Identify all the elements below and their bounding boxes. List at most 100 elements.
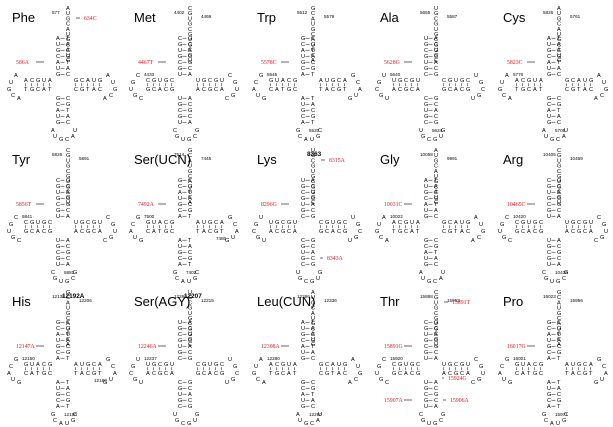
nucleotide: C [11,93,15,99]
nucleotide: C [275,362,279,368]
position-number: 12280 [267,356,280,361]
nucleotide: T [539,87,543,93]
nucleotide: U [500,80,504,86]
nucleotide: G [318,270,322,276]
nucleotide: U [481,371,485,377]
nucleotide: G [398,78,402,84]
nucleotide: C [424,320,428,326]
nucleotide: U [301,250,305,256]
nucleotide: G [433,421,437,427]
nucleotide: G [92,371,96,377]
nucleotide: U [225,380,229,386]
nucleotide: U [434,174,438,180]
nucleotide: G [233,364,237,370]
nucleotide: G [311,321,315,327]
nucleotide: G [398,229,402,235]
nucleotide: G [448,229,452,235]
nucleotide: C [146,229,150,235]
nucleotide: A [74,229,78,235]
nucleotide: A [557,6,561,12]
nucleotide: T [98,371,102,377]
nucleotide: U [385,96,389,102]
nucleotide: G [311,386,315,392]
nucleotide: C [195,270,199,276]
nucleotide: C [600,93,604,99]
nucleotide: G [424,262,428,268]
nucleotide: G [158,371,162,377]
nucleotide: G [113,87,117,93]
nucleotide: U [196,78,200,84]
nucleotide: G [547,208,551,214]
nucleotide: U [293,220,297,226]
nucleotide: U [466,362,470,368]
nucleotide: C [301,386,305,392]
nucleotide: C [311,11,315,17]
nucleotide: A [557,300,561,306]
nucleotide: G [547,244,551,250]
position-number: 5520 [309,128,320,133]
nucleotide: G [343,229,347,235]
nucleotide: G [208,220,212,226]
nucleotide: C [164,220,168,226]
nucleotide: T [311,72,315,78]
nucleotide: G [275,220,279,226]
nucleotide: A [419,270,423,276]
nucleotide: A [66,238,70,244]
nucleotide: U [178,120,182,126]
nucleotide: G [434,53,438,59]
nucleotide: G [557,184,561,190]
nucleotide: U [36,220,40,226]
nucleotide: C [547,54,551,60]
nucleotide: C [424,120,428,126]
position-number: 5881 [64,270,75,275]
nucleotide: C [129,371,133,377]
nucleotide: C [188,114,192,120]
nucleotide: T [515,87,519,93]
nucleotide: T [589,371,593,377]
nucleotide: U [301,350,305,356]
nucleotide: C [448,371,452,377]
nucleotide: A [557,190,561,196]
nucleotide: G [109,235,113,241]
nucleotide: A [14,73,18,79]
nucleotide: U [547,238,551,244]
nucleotide: A [311,326,315,332]
nucleotide: G [152,78,156,84]
mutation-label: 12147A [16,344,35,350]
nucleotide: A [178,238,182,244]
nucleotide: G [311,6,315,12]
nucleotide: A [454,220,458,226]
nucleotide: G [424,326,428,332]
nucleotide: G [448,362,452,368]
nucleotide: G [311,214,315,220]
nucleotide: U [311,316,315,322]
nucleotide: C [188,326,192,332]
nucleotide: G [178,338,182,344]
nucleotide: T [311,344,315,350]
nucleotide: C [139,96,143,102]
nucleotide: G [311,153,315,159]
nucleotide: G [178,202,182,208]
nucleotide: A [7,371,11,377]
nucleotide: U [298,418,302,424]
nucleotide: T [24,87,28,93]
position-number: 12237 [144,356,157,361]
nucleotide: G [557,54,561,60]
position-number: 10469 [570,156,583,161]
nucleotide: A [434,356,438,362]
nucleotide: C [356,80,360,86]
nucleotide: G [56,344,60,350]
nucleotide: G [66,102,70,108]
nucleotide: G [557,326,561,332]
nucleotide: U [178,48,182,54]
nucleotide: G [434,337,438,343]
nucleotide: A [202,229,206,235]
nucleotide: G [547,392,551,398]
nucleotide: G [188,11,192,17]
position-number: 5579 [324,14,335,19]
nucleotide: A [597,73,601,79]
nucleotide: G [448,78,452,84]
nucleotide: C [281,371,285,377]
